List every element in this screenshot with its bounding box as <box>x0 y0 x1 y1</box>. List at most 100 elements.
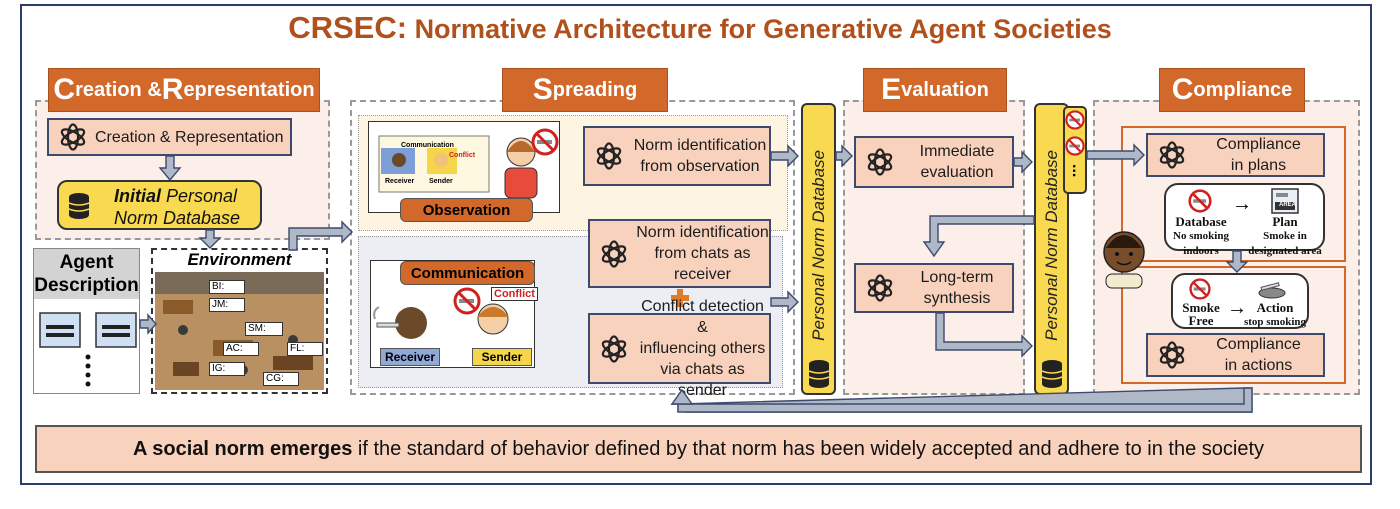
env-tag: JM: <box>209 298 245 312</box>
db-line2: Norm Database <box>114 208 241 228</box>
obs-conflict: Conflict <box>449 152 476 159</box>
action-text: Action stop smoking <box>1239 301 1311 329</box>
stage-rest: epresentation <box>183 78 315 101</box>
environment-title: Environment <box>187 250 292 269</box>
module-immediate-evaluation: Immediate evaluation <box>854 136 1014 188</box>
ashtray-icon <box>1258 282 1286 299</box>
obs-sign: Communication <box>401 142 454 149</box>
comm-sender-label: Sender <box>472 348 532 366</box>
action-sub: stop smoking <box>1243 316 1307 328</box>
module-norm-id-observation: Norm identification from observation <box>583 126 771 186</box>
line: in plans <box>1230 157 1287 174</box>
agent-title-l1: Agent <box>59 252 114 273</box>
observation-label: Observation <box>400 198 533 222</box>
footer-rest: if the standard of behavior defined by t… <box>352 437 1265 460</box>
stage-cap: S <box>532 73 553 106</box>
module-conflict-detection: Conflict detection & influencing others vi… <box>588 298 771 399</box>
line: Compliance <box>1216 336 1301 353</box>
stage-cap: C <box>1171 73 1194 106</box>
agent-cards-icon <box>39 312 137 387</box>
line: via chats as sender <box>660 361 745 399</box>
database-icon <box>1041 360 1063 388</box>
obs-sender: Sender <box>429 178 453 185</box>
module-creation-representation: Creation & Representation <box>47 118 292 156</box>
action-title: Action <box>1256 300 1294 315</box>
module-compliance-plans: Compliance in plans <box>1146 133 1325 177</box>
module-label: Immediate evaluation <box>902 141 1012 183</box>
db-bold: Initial <box>114 186 162 206</box>
comm-receiver-label: Receiver <box>380 348 440 366</box>
line: Conflict detection & <box>641 298 764 336</box>
observation-illustration <box>378 135 538 199</box>
line: receiver <box>674 266 731 283</box>
stage-rest: valuation <box>901 78 989 101</box>
plan-title: Plan <box>1272 214 1298 229</box>
line: Immediate <box>919 143 995 160</box>
line: in actions <box>1224 357 1293 374</box>
plan-db-text: Database No smoking indoors <box>1166 215 1236 258</box>
plan-db-sub: No smoking <box>1173 230 1229 242</box>
stage-rest: reation & <box>75 78 162 101</box>
database-icon <box>808 360 830 388</box>
communication-label: Communication <box>400 261 535 285</box>
stage-cap: E <box>881 73 902 106</box>
plan-sub: Smoke in <box>1263 230 1307 242</box>
module-label: Compliance in plans <box>1194 134 1323 176</box>
act-arrow: → <box>1227 297 1247 319</box>
database-2-tab: ... <box>1063 106 1087 194</box>
line: Compliance <box>1216 136 1301 153</box>
stage-rest: ompliance <box>1193 78 1293 101</box>
initial-norm-database: Initial Personal Norm Database <box>57 180 262 230</box>
line: influencing others <box>639 340 766 357</box>
smoking-area-sign-icon <box>1271 188 1299 214</box>
diagram-title: CRSEC: Normative Architecture for Genera… <box>0 10 1400 46</box>
line: Norm identification <box>636 224 769 241</box>
line: from observation <box>640 158 760 175</box>
module-compliance-actions: Compliance in actions <box>1146 333 1325 377</box>
module-label: Norm identification from observation <box>631 135 769 177</box>
environment-panel: Environment BI: JM: SM: AC: FL: IG: CG: <box>151 248 328 394</box>
module-label: Creation & Representation <box>95 128 284 146</box>
env-tag: AC: <box>223 342 259 356</box>
plan-text: Plan Smoke in designated area <box>1244 215 1326 258</box>
plan-db-sub: indoors <box>1183 245 1219 257</box>
env-tag: FL: <box>287 342 323 356</box>
plan-sub: designated area <box>1248 245 1322 257</box>
plan-db-title: Database <box>1175 214 1227 229</box>
db-more-dots: ... <box>1069 164 1086 178</box>
stage-cap: R <box>161 73 184 106</box>
line: Long-term <box>920 269 994 286</box>
comm-conflict: Conflict <box>491 287 538 301</box>
communication-illustration <box>373 303 509 339</box>
env-tag: IG: <box>209 362 245 376</box>
stage-cap: C <box>53 73 76 106</box>
plan-bubble: AREA Database No smoking indoors → Plan … <box>1164 183 1325 257</box>
stage-rest: preading <box>552 78 638 101</box>
title-rest: Normative Architecture for Generative Ag… <box>414 14 1112 44</box>
plan-arrow: → <box>1232 193 1252 215</box>
footer-statement: A social norm emerges if the standard of… <box>35 425 1362 473</box>
title-lead: CRSEC: <box>288 10 408 45</box>
footer-bold: A social norm emerges <box>132 437 353 460</box>
env-tag: CG: <box>263 372 299 386</box>
agent-title-l2: Description <box>34 275 139 296</box>
line: evaluation <box>920 164 994 181</box>
line: Norm identification <box>633 137 767 154</box>
env-tag: SM: <box>245 322 283 336</box>
observation-scene: Communication Conflict Receiver Sender <box>368 121 560 213</box>
line: synthesis <box>923 290 991 307</box>
db-rest: Personal <box>161 186 238 206</box>
act-line: Free <box>1188 313 1214 328</box>
module-label: Compliance in actions <box>1194 334 1323 376</box>
obs-receiver: Receiver <box>385 178 415 185</box>
